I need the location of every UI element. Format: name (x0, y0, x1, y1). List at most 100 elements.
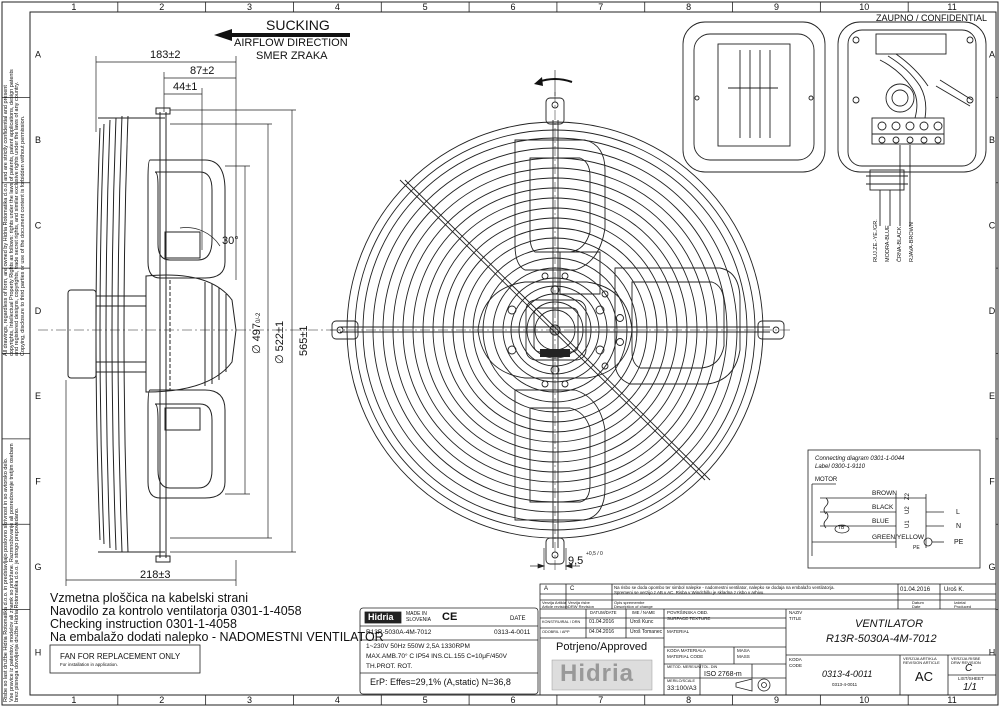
grid-col-top-8: 8 (686, 2, 691, 12)
side-dimensions (65, 56, 296, 586)
dim-9-5: 9,5 (568, 555, 584, 567)
conn-wire-black: BLACK (872, 504, 894, 511)
replacement-sub: For installation in application. (60, 662, 119, 667)
terminal-wire-4: RJAVA-BROWN (909, 222, 915, 262)
tb-iso: ISO 2768-m (704, 671, 742, 678)
dim-522: ∅ 522±1 (274, 320, 286, 364)
conn-wire-blue: BLUE (872, 518, 889, 525)
tb-ime-name: IME / NAME (632, 610, 656, 615)
tb-povrsinska: POVRŠINSKA OBD. (667, 610, 709, 615)
legal-text-en: All drawings, regardless of form, are ow… (3, 69, 26, 356)
grid-col-bottom-4: 4 (335, 695, 340, 705)
note-2: Navodilo za kontrolo ventilatorja 0301-1… (50, 604, 302, 618)
tb-surface: SURFACE TEXTURE (667, 616, 711, 621)
tb-logo: Hidria (560, 660, 635, 687)
tb-rev-drw: C (965, 663, 973, 674)
grid-col-bottom-10: 10 (859, 695, 869, 705)
grid-row-left-F: F (35, 477, 41, 487)
tb-head-art: Verzija Artikla Article revision (542, 600, 569, 609)
tb-material: MATERIAL (667, 629, 690, 634)
conn-wire-brown: BROWN (872, 490, 897, 497)
rating-country: SLOVENIA (406, 617, 432, 623)
grid-row-right-H: H (989, 647, 996, 657)
conn-title2: Label 0300-1-9110 (815, 464, 865, 470)
terminal-box-closed (682, 21, 826, 173)
grid-col-top-4: 4 (335, 2, 340, 12)
grid-row-left-H: H (35, 647, 42, 657)
tb-code: 0313-4-0011 (822, 669, 873, 679)
airflow-line2: SMER ZRAKA (256, 50, 328, 62)
front-view (331, 97, 785, 565)
terminal-wire-2: MODRA-BLUE (885, 225, 891, 262)
grid-col-top-5: 5 (423, 2, 428, 12)
connection-diagram-box (807, 449, 981, 569)
terminal-wire-3: ČRNA-BLACK (897, 226, 903, 262)
replacement-label-frame (49, 644, 201, 674)
grid-col-top-10: 10 (859, 2, 869, 12)
tb-col-a: A (544, 586, 549, 592)
tb-head-date: Datum Date (912, 600, 924, 609)
grid-col-top-2: 2 (159, 2, 164, 12)
grid-col-bottom-1: 1 (71, 695, 76, 705)
rating-line1: 1~230V 50Hz 550W 2,5A 1330RPM (366, 643, 470, 650)
dim-218: 218±3 (140, 569, 171, 581)
conn-out-l: L (956, 509, 960, 516)
note-4: Na embalažo dodati nalepko - NADOMESTNI … (50, 630, 384, 644)
legal-text-sl: Risbe so last družbe Hidria Rotomatika d… (3, 443, 20, 702)
tb-naziv: NAZIV (789, 610, 803, 615)
tb-rev-note2: Spremeni se verzijo z AB v AC. Risba v W… (614, 590, 765, 595)
grid-row-right-A: A (989, 50, 995, 60)
grid-row-left-C: C (35, 220, 42, 230)
grid-col-bottom-7: 7 (598, 695, 603, 705)
grid-col-bottom-9: 9 (774, 695, 779, 705)
conn-term-u1: U1 (905, 520, 911, 528)
title-block (539, 583, 997, 696)
tb-title-lbl: TITLE (789, 616, 802, 621)
grid-col-top-7: 7 (598, 2, 603, 12)
airflow-line1: AIRFLOW DIRECTION (234, 37, 348, 49)
tb-head-drw: Verzija risbe DRW Revision (568, 600, 594, 609)
rating-erp: ErP: Effes=29,1% (A,static) N=36,8 (370, 677, 511, 687)
dim-565: 565±1 (298, 325, 310, 356)
grid-row-left-G: G (34, 562, 41, 572)
grid-col-top-11: 11 (947, 2, 956, 12)
tb-head-desc: Opis spremembe Description of change (614, 600, 653, 609)
grid-row-left-D: D (35, 306, 42, 316)
rating-ce: CE (442, 611, 458, 623)
rating-label-frame (359, 607, 539, 695)
grid-col-bottom-2: 2 (159, 695, 164, 705)
dim-angle: 30° (222, 235, 239, 247)
terminal-box-open (837, 21, 987, 226)
dim-9-5-tol: +0,5 / 0 (586, 551, 603, 557)
rating-line3: TH.PROT. ROT. (366, 663, 413, 670)
grid-col-bottom-8: 8 (686, 695, 691, 705)
tb-konstruiral: KONSTRUIRAL / DRN (542, 620, 581, 624)
dim-87: 87±2 (190, 65, 215, 77)
grid-col-bottom-5: 5 (423, 695, 428, 705)
rating-date: DATE (510, 616, 526, 622)
conn-motor: MOTOR (815, 477, 838, 483)
grid-col-bottom-6: 6 (510, 695, 515, 705)
grid-row-left-E: E (35, 391, 41, 401)
grid-col-bottom-11: 11 (947, 695, 956, 705)
conn-tb: TB (838, 525, 845, 531)
grid-row-left-A: A (35, 50, 41, 60)
tb-rev-by: Uroš K. (944, 587, 965, 593)
tb-rev-art: AC (915, 669, 934, 684)
rotation-arrow (534, 70, 573, 96)
tb-koda-mat: KODA MATERIALA (667, 648, 706, 653)
dim-44: 44±1 (173, 81, 198, 93)
conn-term-pe: PE (913, 545, 920, 551)
note-1: Vzmetna ploščica na kabelski strani (50, 591, 249, 605)
dim-497: ∅ 4970/-2 (251, 312, 263, 354)
rating-made-in: MADE IN (406, 611, 427, 617)
dim-9-5 (530, 548, 580, 570)
confidential-label: ZAUPNO / CONFIDENTIAL (876, 13, 988, 23)
tb-rev-note: Na risbo se doda opombo ter simbol nalep… (614, 585, 835, 590)
conn-title1: Connecting diagram 0301-1-0044 (815, 456, 905, 462)
airflow-title: SUCKING (266, 17, 330, 33)
